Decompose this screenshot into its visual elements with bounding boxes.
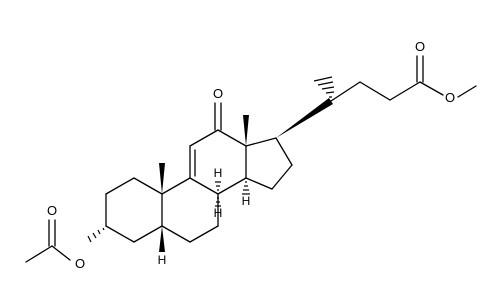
hydrogen-label-c9: H [214,206,223,220]
bond [25,245,53,263]
bond [419,81,444,96]
hashed-bond [215,181,221,191]
bond [133,225,163,243]
bond [189,225,219,243]
hydrogen-label-c14: H [242,194,251,208]
bond [330,81,361,102]
bond [389,81,421,101]
wedge-bond [159,163,165,194]
bond [105,225,135,243]
ester-methoxy-oxygen-label: O [445,90,455,105]
bond [271,164,293,190]
bond [133,177,163,195]
bond [217,129,247,147]
wedge-bond [276,98,333,138]
bond [217,177,247,195]
ester-carbonyl-oxygen-label: O [415,39,425,54]
acetate-carbonyl-oxygen-label: O [47,203,57,218]
wedge-bond [159,226,165,252]
bond [161,225,191,243]
bond [189,177,219,195]
bond [245,137,277,147]
hydrogen-label-c5: H [158,253,167,267]
hydrogen-label-c8: H [214,166,223,180]
hashed-bond [87,227,105,243]
bond [359,81,391,101]
bond [161,177,191,195]
acetate-link-oxygen-label: O [75,256,85,271]
bond [189,129,219,147]
bond [457,85,477,98]
bond [245,177,273,190]
ketone-oxygen-label: O [213,86,223,101]
bond [51,245,71,261]
hashed-bond [313,76,335,98]
hashed-bond [242,181,250,195]
bond [275,137,293,166]
hashed-bond [215,197,221,207]
wedge-bond [243,115,249,146]
bond [105,177,135,195]
